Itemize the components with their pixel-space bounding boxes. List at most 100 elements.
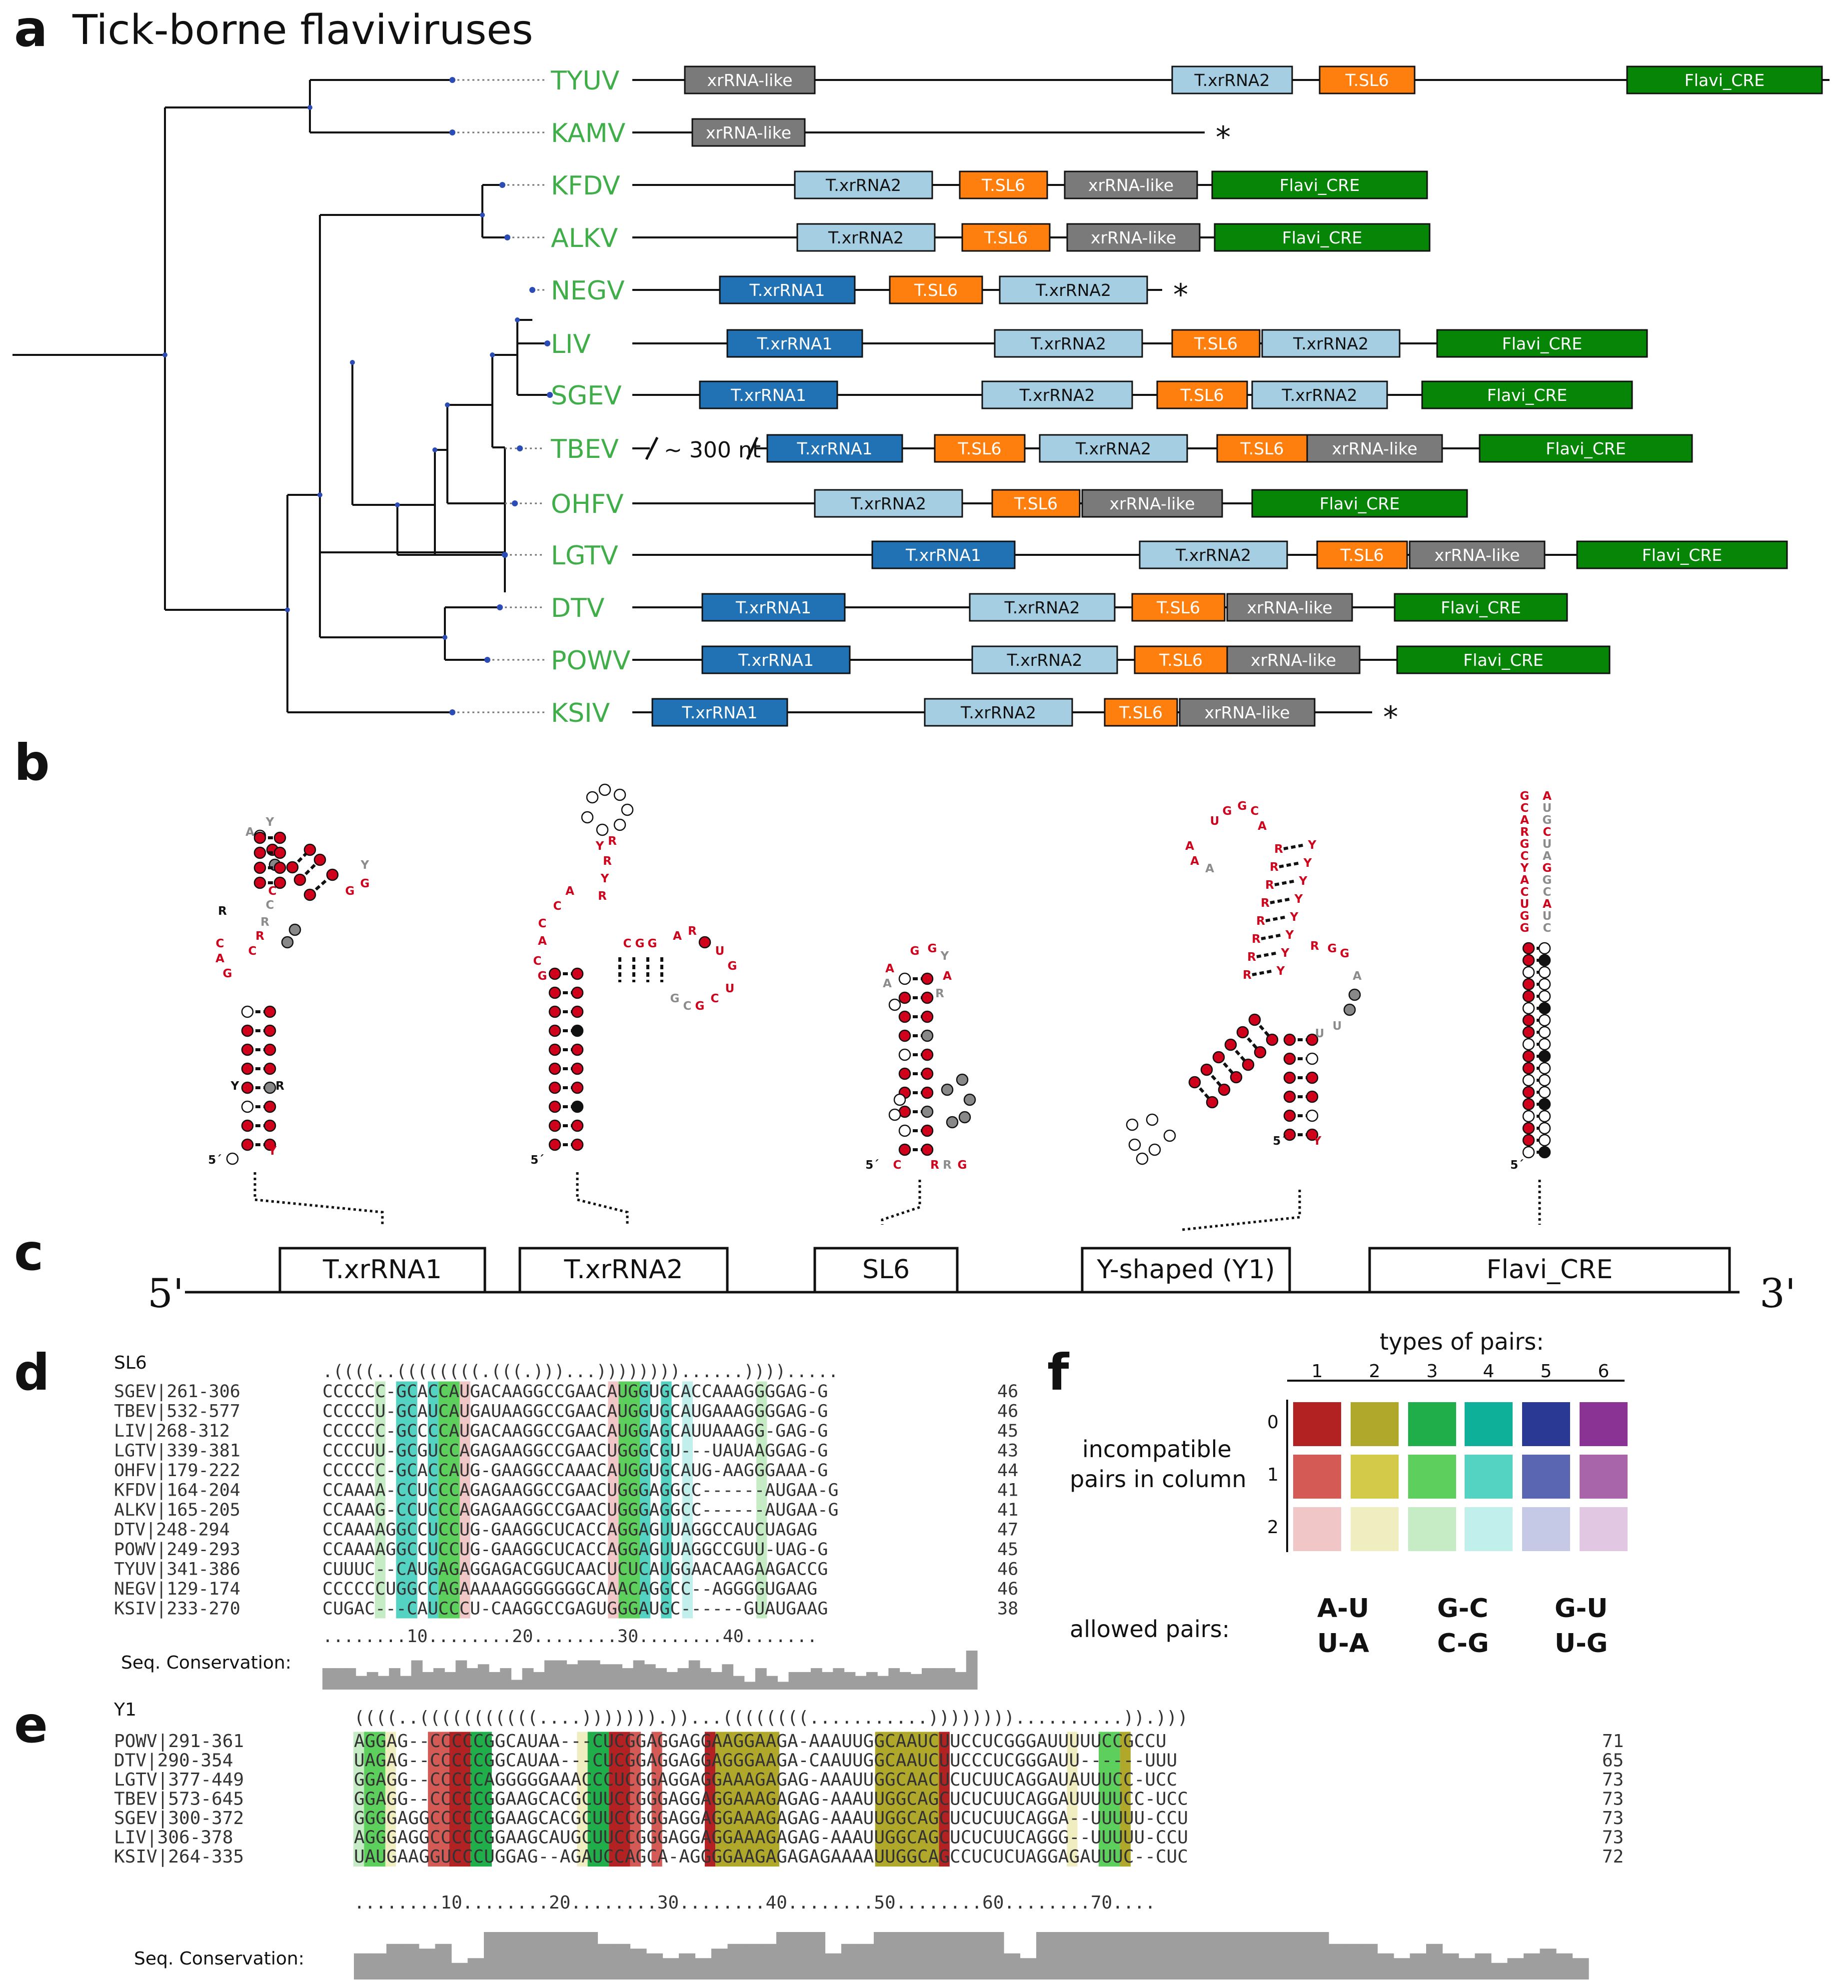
sequence-length: 45 <box>997 1421 1018 1441</box>
conservation-bar <box>1199 1932 1216 1980</box>
conservation-bar <box>549 1932 566 1980</box>
conservation-bar <box>733 1676 745 1690</box>
conservation-bar <box>577 1660 589 1690</box>
conservation-bar <box>1182 1932 1199 1980</box>
element-xrrna-like-box <box>1081 489 1223 518</box>
conservation-bar <box>386 1944 403 1980</box>
nucleotide-letter: A <box>1520 814 1529 827</box>
element-flavi-cre-label: Flavi_CRE <box>1546 439 1626 458</box>
sequence-length: 41 <box>997 1500 1018 1520</box>
conservation-bar <box>1345 1944 1362 1980</box>
allowed-pair: G-U <box>1555 1594 1608 1624</box>
nucleotide <box>1306 1033 1319 1046</box>
nucleotide <box>1283 1128 1296 1141</box>
nucleotide <box>1218 1083 1231 1096</box>
conservation-bar <box>322 1668 334 1690</box>
nucleotide <box>963 1093 976 1106</box>
element-t-xrrna2-label: T.xrRNA2 <box>825 175 901 195</box>
sequence-length: 73 <box>1602 1789 1624 1810</box>
nucleotide-letter: C <box>1543 886 1552 899</box>
conservation-bar <box>532 1932 549 1980</box>
sequence: CUUUC--CAUGAGAGGAGACGGUCAACUCUCAUGGAACAA… <box>322 1560 828 1580</box>
allowed-pair: U-A <box>1317 1629 1369 1659</box>
nucleotide <box>1538 1014 1551 1027</box>
nucleotide-letter: G <box>670 992 680 1005</box>
pair-color-cell <box>1522 1507 1570 1551</box>
base-pair <box>1265 915 1288 922</box>
conservation-bar <box>760 1944 777 1980</box>
nucleotide <box>1538 978 1551 991</box>
nucleotide <box>1200 1063 1213 1076</box>
conservation-bar <box>1004 1953 1021 1980</box>
conservation-bar <box>877 1676 889 1690</box>
nucleotide-letter: A <box>1520 874 1529 887</box>
nucleotide-letter: 5´ <box>1510 1159 1524 1172</box>
conservation-bar <box>344 1668 356 1690</box>
nucleotide <box>1224 1038 1237 1051</box>
sequence-id: LIV|268-312 <box>114 1421 230 1441</box>
nucleotide <box>263 1081 276 1094</box>
truncation-asterisk: * <box>1216 120 1231 155</box>
nucleotide-letter: C <box>623 937 632 950</box>
panel-d-label: d <box>14 1343 50 1402</box>
conservation-bar <box>533 1672 545 1690</box>
conservation-bar <box>1475 1953 1492 1980</box>
conservation-bar <box>792 1932 809 1980</box>
base-pair <box>1274 879 1297 886</box>
element-flavi-cre-label: Flavi_CRE <box>1282 228 1362 247</box>
element-t-sl6-box <box>889 275 983 304</box>
conservation-bar <box>677 1668 689 1690</box>
allowed-pairs: A-UU-AG-CC-GG-UU-G <box>1317 1594 1608 1659</box>
nucleotide-letter: A <box>538 935 547 948</box>
conservation-bar <box>516 1932 533 1980</box>
nucleotide-letter: A <box>673 930 682 943</box>
conservation-bar <box>402 1944 419 1980</box>
element-t-sl6-label: T.SL6 <box>984 228 1028 247</box>
element-t-xrrna2-box <box>924 698 1073 727</box>
nucleotide <box>1343 1003 1356 1016</box>
nucleotide-letter: A <box>943 970 952 983</box>
panel-e: e Y1 ((((..(((((((((((....))))))).))...(… <box>14 1696 1624 1980</box>
conservation-bar <box>899 1672 911 1690</box>
nucleotide <box>1522 1134 1535 1147</box>
pair-highlight <box>449 1732 471 1867</box>
conservation-bar <box>455 1660 467 1690</box>
conservation-bar <box>466 1668 478 1690</box>
pair-color-cell <box>1351 1402 1399 1446</box>
conservation-bar <box>581 1932 598 1980</box>
nucleotide <box>1212 1051 1225 1064</box>
sequence-id: LIV|306-378 <box>114 1828 233 1848</box>
nucleotide <box>898 1124 911 1137</box>
element-t-sl6-label: T.SL6 <box>1340 545 1384 565</box>
panel-f-label: f <box>1047 1343 1070 1402</box>
element-flavi-cre-label: Flavi_CRE <box>1502 334 1582 353</box>
conservation-bar <box>890 1932 907 1980</box>
conservation-bar <box>1069 1932 1086 1980</box>
nucleotide-letter: Y <box>600 872 609 885</box>
module-sl6-box <box>813 1247 959 1294</box>
conservation-bar <box>1085 1932 1102 1980</box>
conservation-bar <box>857 1944 874 1980</box>
conservation-bar <box>467 1958 484 1980</box>
nucleotide <box>921 1010 934 1023</box>
conservation-bar <box>910 1674 922 1690</box>
nucleotide-letter: Y <box>1313 1135 1322 1148</box>
conservation-bar <box>825 1953 842 1980</box>
virus-name-negv: NEGV <box>551 276 625 306</box>
pair-highlight <box>609 1732 630 1867</box>
sequence-id: KSIV|233-270 <box>114 1599 240 1619</box>
sl6-conservation-histogram <box>322 1651 978 1690</box>
pair-highlight <box>875 1732 939 1867</box>
nucleotide <box>1538 1134 1551 1147</box>
virus-name-sgev: SGEV <box>551 381 622 411</box>
conservation-bar <box>1117 1932 1134 1980</box>
element-t-sl6-box <box>1171 329 1261 358</box>
nucleotide-letter: C <box>553 900 562 913</box>
conservation-bar <box>906 1932 923 1980</box>
y1-alignment-name: Y1 <box>113 1700 136 1720</box>
break-mark-right <box>746 436 759 460</box>
conservation-bar <box>1101 1932 1118 1980</box>
virus-name-ksiv: KSIV <box>551 698 610 728</box>
truncation-asterisk: * <box>1383 700 1398 735</box>
